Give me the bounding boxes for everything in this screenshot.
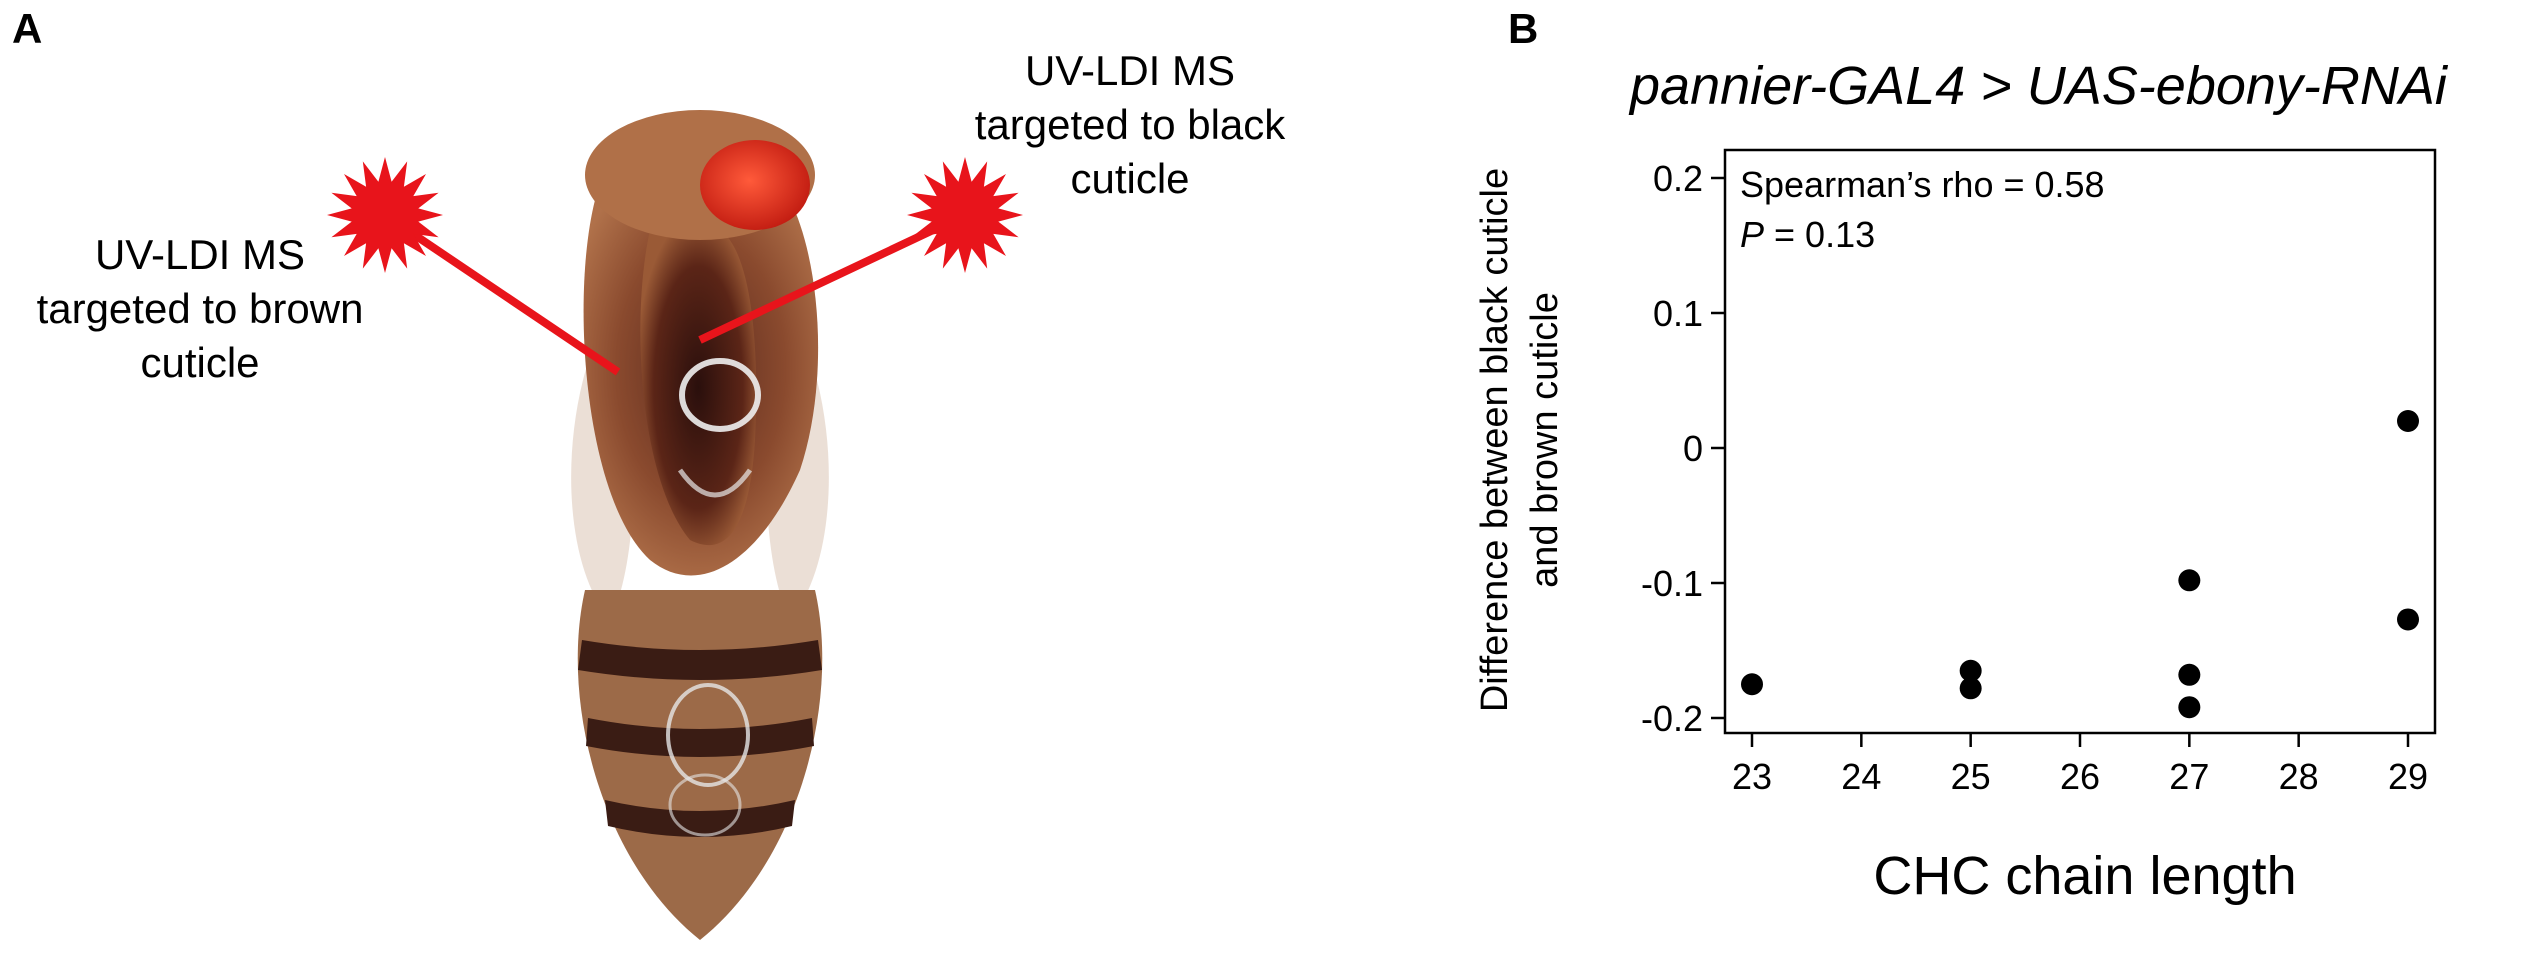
laser-indicator-brown [327,157,621,376]
x-tick-label: 24 [1841,756,1881,797]
y-axis: -0.2 -0.1 0 0.1 0.2 [1641,158,1725,739]
data-point [2178,569,2201,592]
x-tick-label: 27 [2169,756,2209,797]
p-value: P = 0.13 [1740,214,1875,256]
annotation-line: targeted to brown [36,285,364,332]
y-tick-label: 0.2 [1653,158,1703,199]
annotation-line: UV-LDI MS [94,231,306,278]
spearman-rho: Spearman’s rho = 0.58 [1740,164,2105,205]
laser-beam-brown [382,211,621,376]
annotation-line: UV-LDI MS [1024,47,1236,94]
x-tick-label: 28 [2279,756,2319,797]
data-points [1741,410,2419,719]
fly-abdomen [577,590,823,940]
x-axis: 23 24 25 26 27 28 29 [1732,733,2428,797]
y-axis-label-line: and brown cuticle [1524,292,1566,588]
data-point [2397,410,2419,432]
fly-head [585,110,815,240]
y-tick-label: -0.1 [1641,563,1703,604]
p-symbol: P [1740,214,1765,255]
laser-burst-icon [327,157,443,273]
data-point [2178,663,2201,686]
annotation-black-cuticle: UV-LDI MS targeted to black cuticle [915,44,1345,206]
y-tick-label: -0.2 [1641,698,1703,739]
laser-indicator-black [698,157,1023,344]
annotation-line: targeted to black [974,101,1286,148]
data-point [2397,608,2419,631]
panel-b-label: B [1508,5,1539,52]
annotation-line: cuticle [140,339,260,386]
p-value-text: = 0.13 [1764,214,1876,255]
x-tick-label: 23 [1732,756,1772,797]
laser-burst-icon [907,157,1023,273]
panel-a-label: A [12,5,43,52]
data-point [1959,677,1982,700]
y-axis-label-line: Difference between black cuticle [1474,167,1516,713]
y-tick-label: 0 [1683,428,1703,469]
fly-thorax [583,200,819,576]
data-point [1959,659,1982,682]
annotation-brown-cuticle: UV-LDI MS targeted to brown cuticle [0,228,400,390]
data-point [1741,673,1763,696]
x-tick-label: 25 [1951,756,1991,797]
x-axis-label: CHC chain length [1873,846,2297,906]
fly-photograph [571,110,829,940]
annotation-line: cuticle [1070,155,1190,202]
x-tick-label: 26 [2060,756,2100,797]
scatter-plot: 23 24 25 26 27 28 29 -0.2 -0.1 0 0.1 0.2 [1641,148,2437,797]
y-tick-label: 0.1 [1653,293,1703,334]
fly-eye [700,140,810,230]
chart-title: pannier-GAL4 > UAS-ebony-RNAi [1630,56,2447,116]
x-tick-label: 29 [2388,756,2428,797]
data-point [2178,696,2201,719]
